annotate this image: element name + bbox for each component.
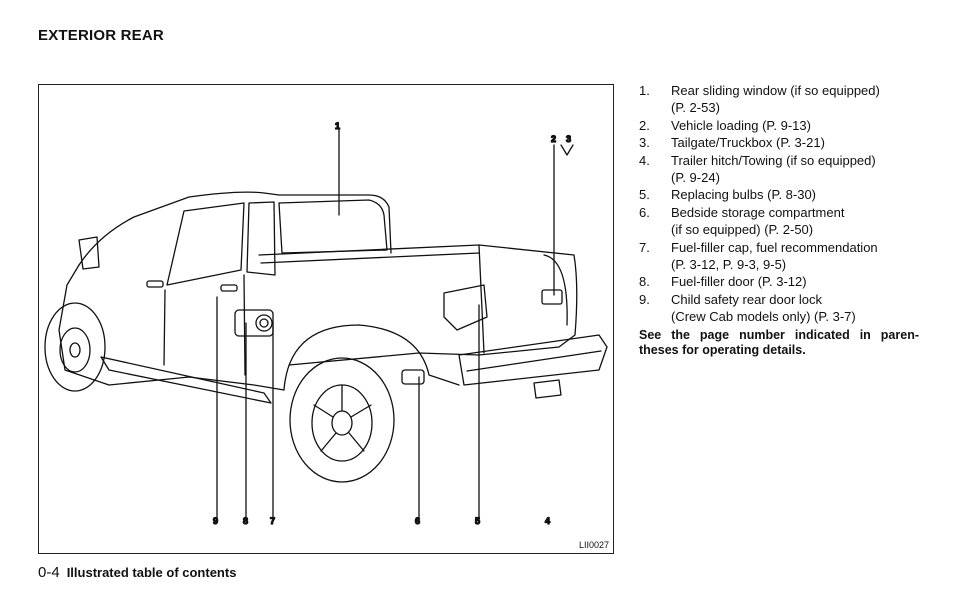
truck-drawing: 1 2 3 4 5 6 7 8 9 (44, 120, 608, 527)
legend-item: 1. Rear sliding window (if so equipped) (P… (639, 82, 919, 117)
legend-item-number: 5. (639, 187, 650, 203)
legend-item-text: Bedside storage compartment (if so equipp… (671, 204, 919, 239)
callout-3: 3 (566, 134, 571, 144)
legend-item-line: Vehicle loading (P. 9-13) (671, 117, 811, 133)
legend-item: 7. Fuel-filler cap, fuel recommendation (P… (639, 239, 919, 274)
callout-8: 8 (243, 516, 248, 526)
legend-item-number: 6. (639, 204, 650, 220)
legend-item-line: Replacing bulbs (P. 8-30) (671, 187, 817, 203)
legend-item-line: (Crew Cab models only) (P. 3-7) (671, 309, 856, 325)
callout-2: 2 (551, 134, 556, 144)
legend-item-text: Tailgate/Truckbox (P. 3-21) (671, 134, 919, 151)
legend-item-line: (P. 2-53) (671, 100, 720, 116)
legend-item: 4. Trailer hitch/Towing (if so equipped) (… (639, 152, 919, 187)
legend-item-line: Fuel-filler cap, fuel recommendation (671, 239, 878, 255)
legend-item-text: Child safety rear door lock (Crew Cab mod… (671, 291, 919, 326)
legend-item-text: Fuel-filler cap, fuel recommendation (P. … (671, 239, 919, 274)
legend-item-number: 9. (639, 291, 650, 307)
legend-item-line: (P. 9-24) (671, 170, 720, 186)
legend-item: 3. Tailgate/Truckbox (P. 3-21) (639, 134, 919, 151)
figure-code: LII0027 (578, 540, 609, 550)
legend-item-line: Fuel-filler door (P. 3-12) (671, 274, 807, 290)
section-title: EXTERIOR REAR (38, 27, 164, 44)
callout-9: 9 (213, 516, 218, 526)
legend-item-number: 3. (639, 135, 650, 151)
legend-item-line: Trailer hitch/Towing (if so equipped) (671, 152, 876, 168)
callout-4: 4 (545, 516, 550, 526)
legend-item-line: Rear sliding window (if so equipped) (671, 83, 880, 98)
legend-item: 6. Bedside storage compartment (if so equi… (639, 204, 919, 239)
legend-item-number: 2. (639, 117, 650, 133)
legend-note: See the page number indicated in paren-t… (639, 327, 919, 358)
footer-title: Illustrated table of contents (66, 565, 237, 580)
legend-item: 9. Child safety rear door lock (Crew Cab m… (639, 291, 919, 326)
callout-5: 5 (475, 516, 480, 526)
legend-item-number: 7. (639, 239, 650, 255)
legend-item-text: Fuel-filler door (P. 3-12) (671, 273, 919, 290)
callout-1: 1 (335, 121, 340, 131)
legend-item-line: Bedside storage compartment (671, 204, 845, 220)
callout-6: 6 (415, 516, 420, 526)
legend-item-line: (P. 3-12, P. 9-3, 9-5) (671, 257, 787, 273)
legend-item-number: 1. (639, 83, 650, 98)
legend-item-text: Rear sliding window (if so equipped) (P. … (671, 82, 919, 117)
legend-item-number: 4. (639, 152, 650, 168)
legend-list: 1. Rear sliding window (if so equipped) (P… (639, 82, 919, 359)
page-footer: 0-4 Illustrated table of contents (38, 564, 236, 581)
legend-item-text: Trailer hitch/Towing (if so equipped) (P.… (671, 152, 919, 187)
legend-item: 5. Replacing bulbs (P. 8-30) (639, 186, 919, 203)
legend-item-line: (if so equipped) (P. 2-50) (671, 222, 814, 238)
legend-item-line: Child safety rear door lock (671, 291, 823, 307)
legend-item: 8. Fuel-filler door (P. 3-12) (639, 273, 919, 290)
callout-7: 7 (270, 516, 275, 526)
legend-item-text: Replacing bulbs (P. 8-30) (671, 186, 919, 203)
legend-item-number: 8. (639, 274, 650, 290)
legend-item-text: Vehicle loading (P. 9-13) (671, 117, 919, 134)
truck-illustration: 1 2 3 4 5 6 7 8 9 LII0027 (38, 84, 614, 554)
legend-item-line: Tailgate/Truckbox (P. 3-21) (671, 135, 825, 151)
page-number: 0-4 (38, 564, 60, 581)
legend-item: 2. Vehicle loading (P. 9-13) (639, 117, 919, 134)
